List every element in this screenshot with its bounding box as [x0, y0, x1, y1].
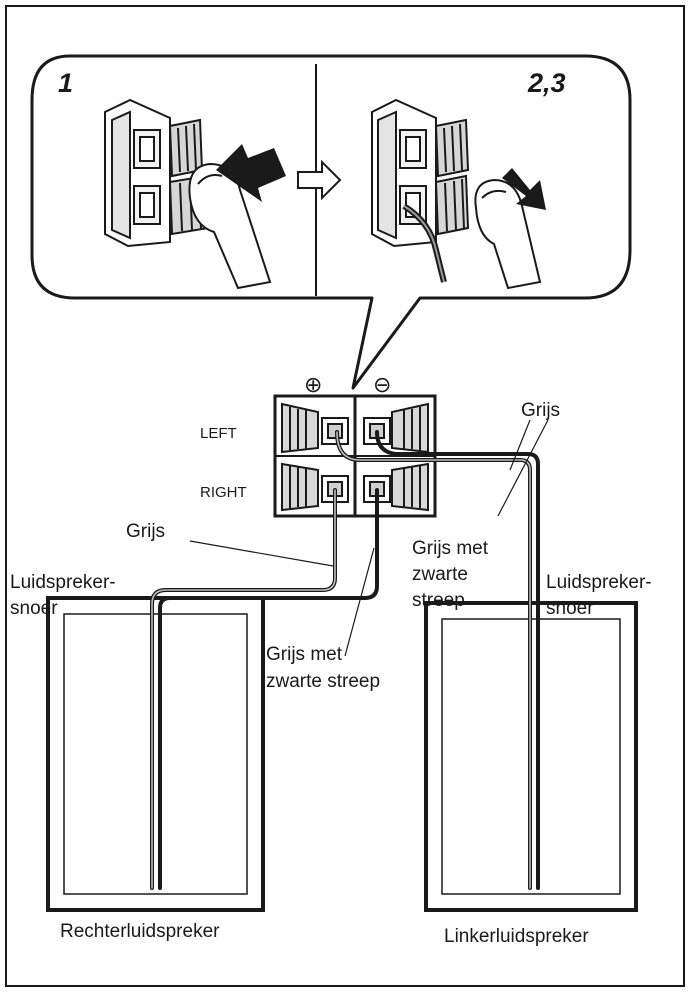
right-speaker-inner	[63, 613, 248, 895]
grey-black-label-mid: Grijs met zwarte streep	[266, 644, 380, 692]
push-arrow-icon	[216, 144, 286, 202]
minus-sign: ⊖	[373, 372, 391, 397]
right-channel-label: RIGHT	[200, 484, 247, 501]
right-speaker-label: Rechterluidspreker	[60, 921, 220, 942]
speaker-terminal-block	[273, 394, 437, 518]
step-23-label: 2,3	[527, 68, 566, 98]
speaker-cord-label-right: Luidspreker- snoer	[546, 572, 657, 619]
grijs-label-right: Grijs	[521, 400, 560, 421]
right-speaker-box	[46, 596, 265, 912]
leader-lines	[189, 419, 549, 657]
plus-sign: ⊕	[304, 372, 322, 397]
right-speaker-cord	[150, 488, 379, 890]
step-1-label: 1	[58, 68, 73, 98]
outer-frame	[5, 5, 685, 987]
right-arrow-icon	[297, 159, 342, 201]
grijs-label-left: Grijs	[126, 521, 165, 542]
grey-black-label-right: Grijs met zwarte streep	[412, 538, 493, 611]
step-1-illustration	[104, 98, 272, 290]
left-speaker-label: Linkerluidspreker	[444, 926, 589, 947]
left-speaker-cord	[335, 430, 540, 890]
left-channel-label: LEFT	[200, 425, 237, 442]
speaker-cord-label-left: Luidspreker- snoer	[10, 572, 121, 619]
release-arrow-icon	[502, 168, 546, 210]
step-23-illustration	[371, 98, 542, 290]
inserted-wire-core	[403, 205, 445, 283]
